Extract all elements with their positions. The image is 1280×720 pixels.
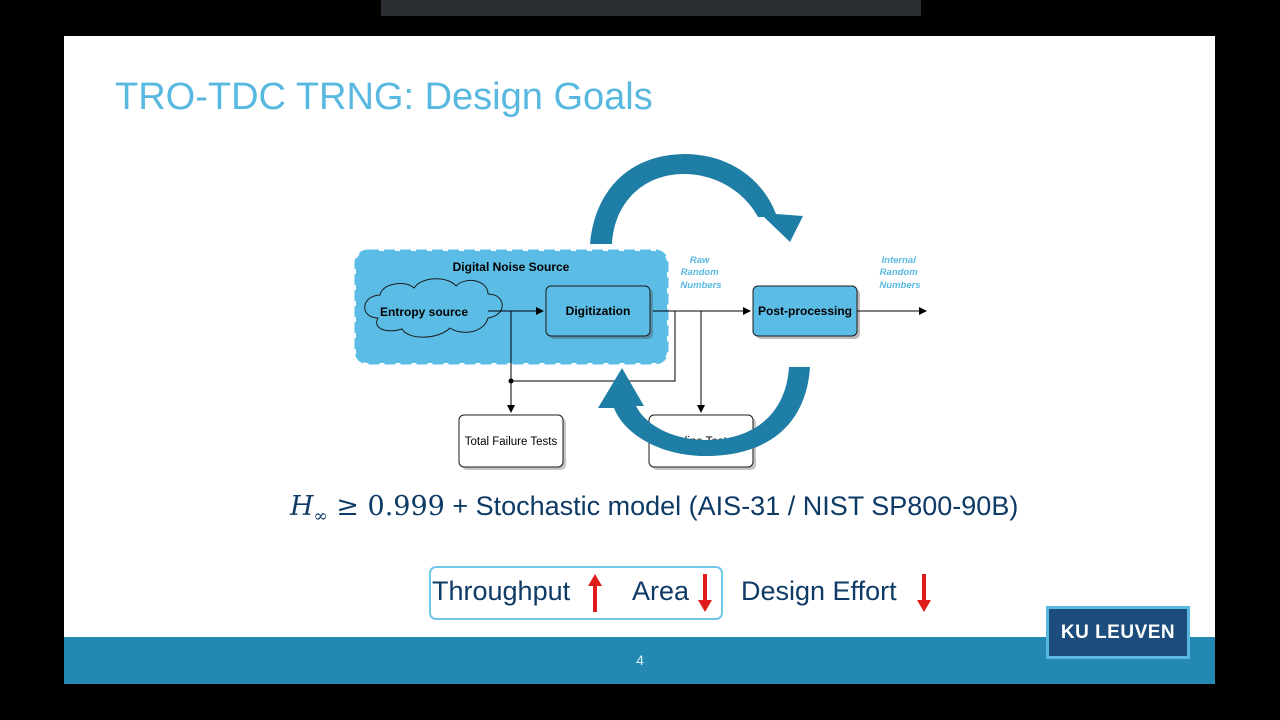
noise-source-label: Digital Noise Source — [453, 260, 570, 274]
throughput-area-box — [429, 566, 723, 620]
total-failure-tests-label: Total Failure Tests — [465, 436, 558, 448]
slide: TRO-TDC TRNG: Design Goals Digital Noise… — [64, 36, 1215, 684]
ku-leuven-logo: KU LEUVEN — [1046, 606, 1190, 659]
entropy-cloud — [364, 278, 503, 338]
postprocessing-label: Post-processing — [758, 304, 852, 318]
min-entropy-symbol: H — [290, 491, 314, 522]
trng-diagram: Digital Noise Source Entropy source Digi… — [354, 154, 927, 470]
entropy-source-label: Entropy source — [380, 305, 468, 319]
footer-bar — [64, 637, 1215, 684]
area-down-arrow-icon — [698, 574, 712, 612]
raw-random-numbers-label: Raw Random Numbers — [680, 255, 721, 291]
connectors — [488, 307, 927, 413]
goal-throughput: Throughput — [432, 576, 571, 606]
infinity-subscript: ∞ — [313, 506, 328, 527]
throughput-up-arrow-icon — [588, 574, 602, 612]
entropy-value: 0.999 — [367, 491, 445, 522]
slide-title: TRO-TDC TRNG: Design Goals — [115, 76, 653, 118]
relation-symbol: ≥ — [327, 491, 368, 522]
goal-design-effort: Design Effort — [741, 576, 897, 606]
entropy-formula: H∞ ≥ 0.999 + Stochastic model (AIS-31 / … — [290, 491, 1018, 526]
design-effort-down-arrow-icon — [917, 574, 931, 612]
digitization-label: Digitization — [566, 304, 631, 318]
top-cycle-arrow — [590, 154, 803, 244]
page-number: 4 — [636, 652, 644, 668]
goal-area: Area — [632, 576, 690, 606]
top-bar — [381, 0, 921, 16]
junction-dot — [508, 378, 514, 384]
formula-text: + Stochastic model (AIS-31 / NIST SP800-… — [444, 491, 1019, 521]
total-failure-tests-box — [458, 414, 564, 468]
internal-random-numbers-label: Internal Random Numbers — [879, 255, 920, 291]
bottom-cycle-arrow — [598, 367, 810, 456]
digitization-box — [545, 285, 651, 337]
